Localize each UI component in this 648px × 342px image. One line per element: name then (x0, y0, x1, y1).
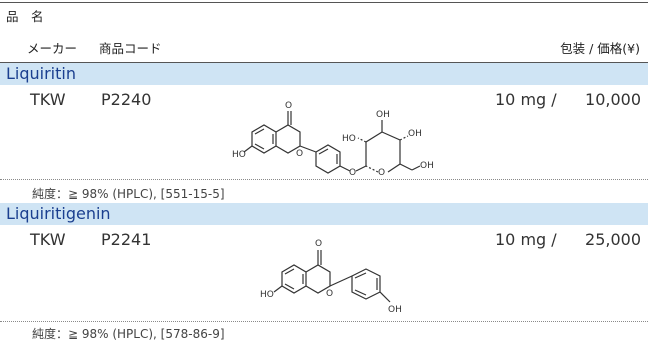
purity-text: 純度：≧ 98% (HPLC), [578-86-9] (32, 327, 225, 341)
header-product-name: 品 名 (6, 9, 44, 24)
product-maker: TKW (30, 230, 66, 249)
structure-image: O HO O HO OH OH OH O O (232, 101, 434, 176)
product-name-band (0, 63, 648, 85)
atom-label: HO (342, 134, 356, 144)
atom-label: HO (260, 290, 274, 300)
atom-label: OH (388, 305, 402, 315)
atom-label: HO (232, 150, 246, 160)
product-code: P2240 (101, 90, 152, 109)
atom-label: O (285, 101, 292, 111)
atom-label: OH (408, 129, 422, 139)
purity-divider (0, 179, 648, 180)
atom-label: O (315, 239, 322, 249)
product-name: Liquiritin (6, 64, 76, 83)
top-rule (0, 2, 648, 3)
atom-label: OH (420, 161, 434, 171)
atom-label: O (296, 149, 303, 159)
product-price: 25,000 (585, 230, 641, 249)
atom-label: OH (376, 110, 390, 120)
purity-text: 純度：≧ 98% (HPLC), [551-15-5] (32, 187, 225, 201)
atom-label: O (326, 289, 333, 299)
purity-divider (0, 321, 648, 322)
structure-image: O HO O OH (260, 239, 402, 315)
product-package: 10 mg / (495, 230, 557, 249)
header-package-price: 包装 / 価格(¥) (560, 41, 640, 56)
product-price: 10,000 (585, 90, 641, 109)
product-code: P2241 (101, 230, 152, 249)
header-code: 商品コード (99, 41, 162, 56)
product-name-band (0, 203, 648, 225)
atom-label: O (378, 168, 385, 176)
header-maker: メーカー (27, 41, 78, 56)
header-rule (0, 62, 648, 63)
product-package: 10 mg / (495, 90, 557, 109)
atom-label: O (349, 168, 356, 176)
product-name: Liquiritigenin (6, 204, 111, 223)
product-maker: TKW (30, 90, 66, 109)
